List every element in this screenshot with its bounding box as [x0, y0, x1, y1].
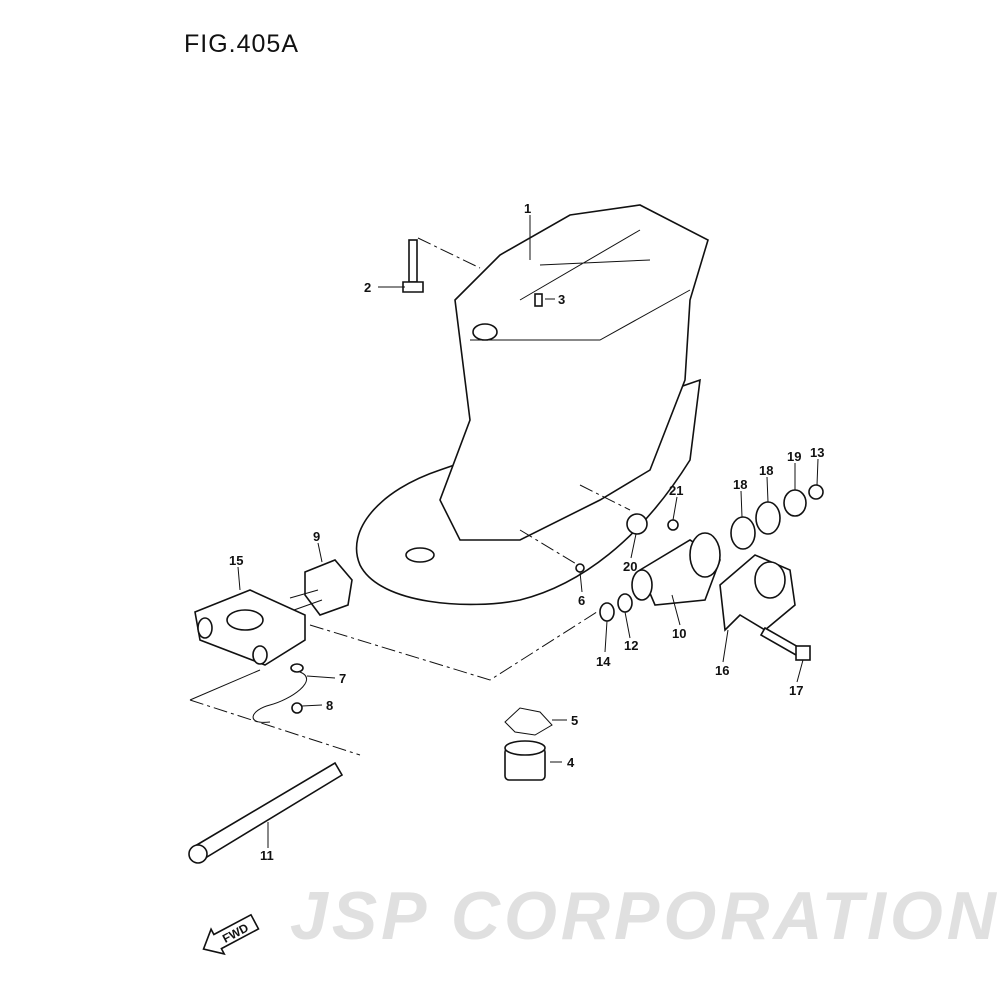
callout-13: 13 — [810, 445, 824, 460]
part-16-clamp — [719, 554, 796, 632]
leader-lines — [237, 215, 819, 848]
fwd-arrow-icon: FWD — [202, 913, 260, 956]
part-12-washer — [617, 593, 633, 613]
part-5-clip — [504, 707, 553, 736]
housing-hole — [472, 323, 498, 341]
part-18-seal-a — [730, 516, 756, 550]
callout-19: 19 — [787, 449, 801, 464]
callout-14: 14 — [596, 654, 611, 669]
part-9-anode — [289, 559, 353, 616]
part-13-nut — [808, 484, 824, 500]
callout-20: 20 — [623, 559, 637, 574]
dash-line — [417, 237, 481, 269]
part-1-housing — [439, 204, 709, 541]
callout-21: 21 — [669, 483, 683, 498]
dash-line — [189, 699, 361, 756]
figure-title: FIG.405A — [184, 30, 299, 58]
part-2-bolt — [402, 239, 424, 293]
part-7-washer — [290, 663, 304, 673]
part-18-seal-b — [755, 501, 781, 535]
part-21-screw — [667, 519, 679, 531]
part-20-plate — [626, 513, 648, 535]
housing-detail — [470, 229, 691, 341]
dash-line — [579, 484, 631, 511]
callout-10: 10 — [672, 626, 686, 641]
part-11-stud — [188, 761, 344, 864]
dash-line — [309, 609, 601, 681]
part-14-washer — [599, 602, 615, 622]
callout-11: 11 — [260, 848, 274, 863]
part-19-washer — [783, 489, 807, 517]
callout-3: 3 — [558, 292, 565, 307]
callout-8: 8 — [326, 698, 333, 713]
dash-line — [519, 529, 579, 566]
callout-17: 17 — [789, 683, 803, 698]
part-8-screw — [291, 702, 303, 714]
callout-18b: 18 — [759, 463, 773, 478]
callout-9: 9 — [313, 529, 320, 544]
callout-18a: 18 — [733, 477, 747, 492]
callout-16: 16 — [715, 663, 729, 678]
part-17-bolt — [759, 626, 811, 661]
part-4-nut — [504, 740, 546, 781]
callout-5: 5 — [571, 713, 578, 728]
callout-7: 7 — [339, 671, 346, 686]
callout-2: 2 — [364, 280, 371, 295]
callout-12: 12 — [624, 638, 638, 653]
part-15-bracket — [194, 589, 306, 666]
callout-4: 4 — [567, 755, 575, 770]
part-6-screw — [575, 563, 585, 573]
callout-1: 1 — [524, 201, 531, 216]
part-3-pin — [534, 293, 543, 307]
plate-hole — [405, 547, 435, 563]
callout-6: 6 — [578, 593, 585, 608]
part-10-bushing — [631, 532, 721, 606]
guide-line — [189, 669, 261, 701]
callout-15: 15 — [229, 553, 243, 568]
part-7-wire — [252, 671, 308, 723]
